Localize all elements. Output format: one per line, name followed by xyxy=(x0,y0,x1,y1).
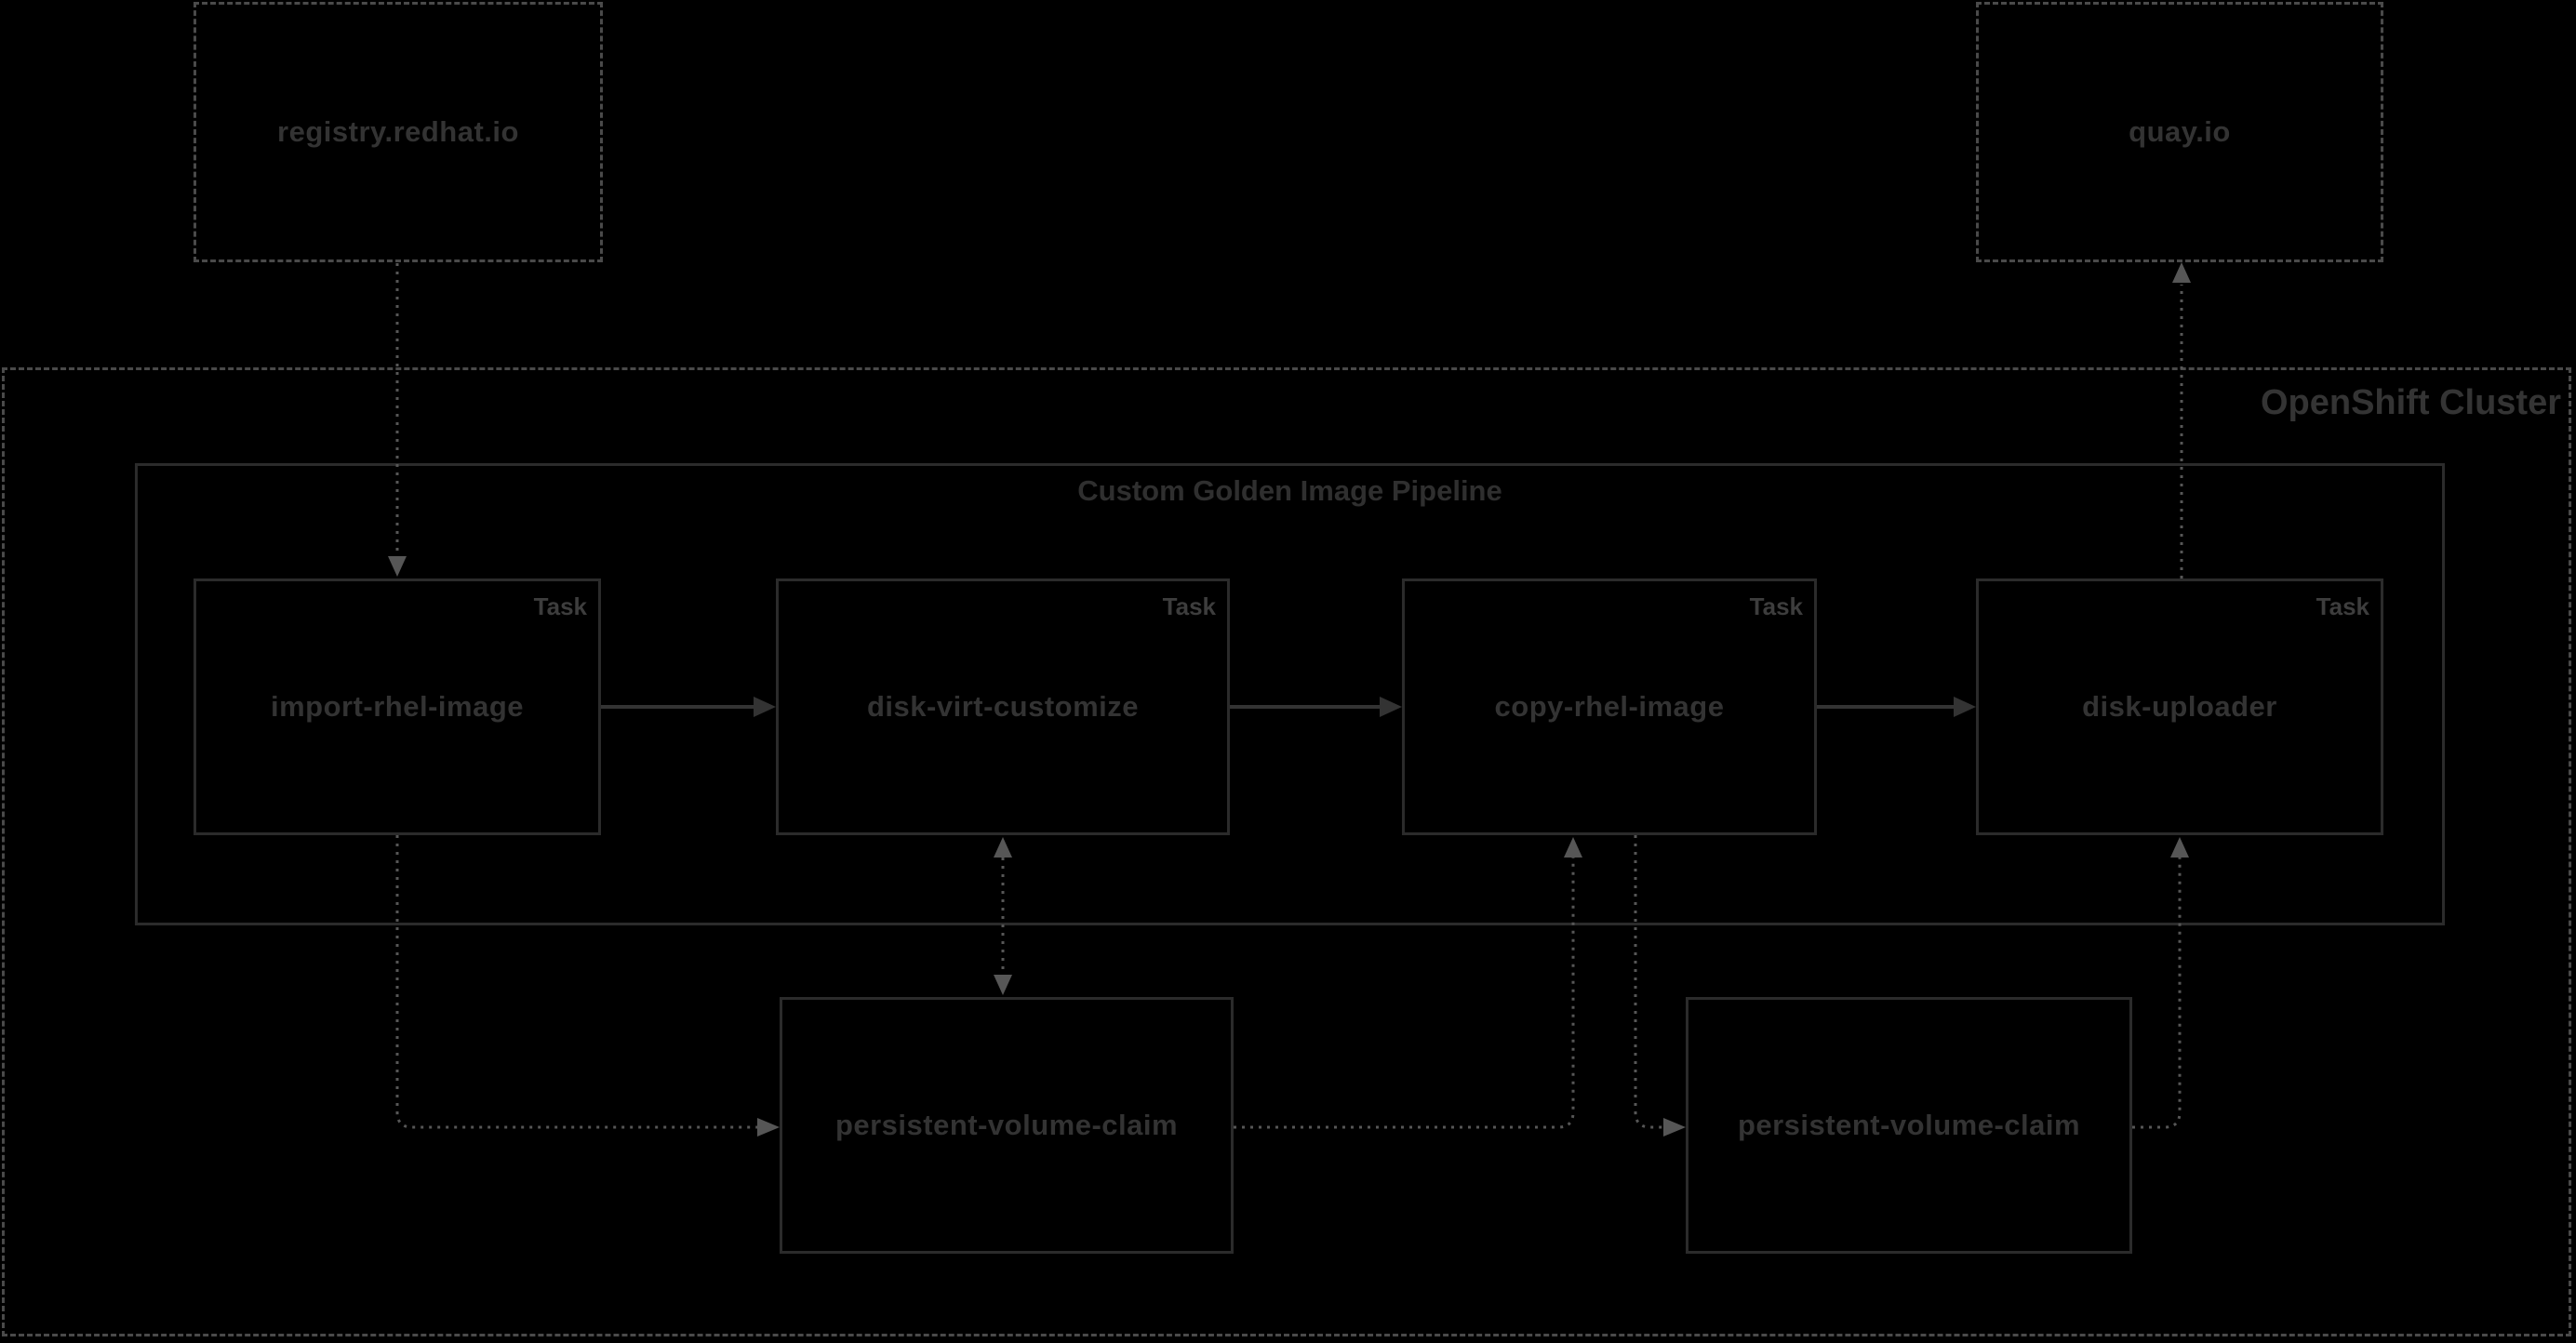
task-disk-uploader: Task disk-uploader xyxy=(1976,578,2383,835)
task-badge: Task xyxy=(1162,592,1216,620)
pvc-2-box: persistent-volume-claim xyxy=(1686,997,2132,1254)
pvc-1-label: persistent-volume-claim xyxy=(834,1109,1179,1141)
pipeline-title: Custom Golden Image Pipeline xyxy=(1077,474,1502,507)
task-import-rhel-image: Task import-rhel-image xyxy=(194,578,601,835)
task-disk-virt-customize: Task disk-virt-customize xyxy=(776,578,1230,835)
quay-label: quay.io xyxy=(2129,115,2231,148)
pvc-2-label: persistent-volume-claim xyxy=(1737,1109,2081,1141)
task-copy-rhel-image-label: copy-rhel-image xyxy=(1494,690,1725,723)
task-badge: Task xyxy=(1749,592,1803,620)
openshift-cluster-label: OpenShift Cluster xyxy=(2260,383,2561,422)
task-disk-virt-customize-label: disk-virt-customize xyxy=(866,690,1139,723)
quay-box: quay.io xyxy=(1976,2,2383,262)
task-badge: Task xyxy=(533,592,587,620)
task-badge: Task xyxy=(2316,592,2369,620)
task-import-rhel-image-label: import-rhel-image xyxy=(270,690,525,723)
openshift-cluster-boundary xyxy=(2,367,2571,1336)
pvc-1-box: persistent-volume-claim xyxy=(780,997,1234,1254)
registry-redhat-box: registry.redhat.io xyxy=(194,2,603,262)
task-copy-rhel-image: Task copy-rhel-image xyxy=(1402,578,1817,835)
registry-redhat-label: registry.redhat.io xyxy=(277,115,519,148)
task-disk-uploader-label: disk-uploader xyxy=(2082,690,2277,723)
